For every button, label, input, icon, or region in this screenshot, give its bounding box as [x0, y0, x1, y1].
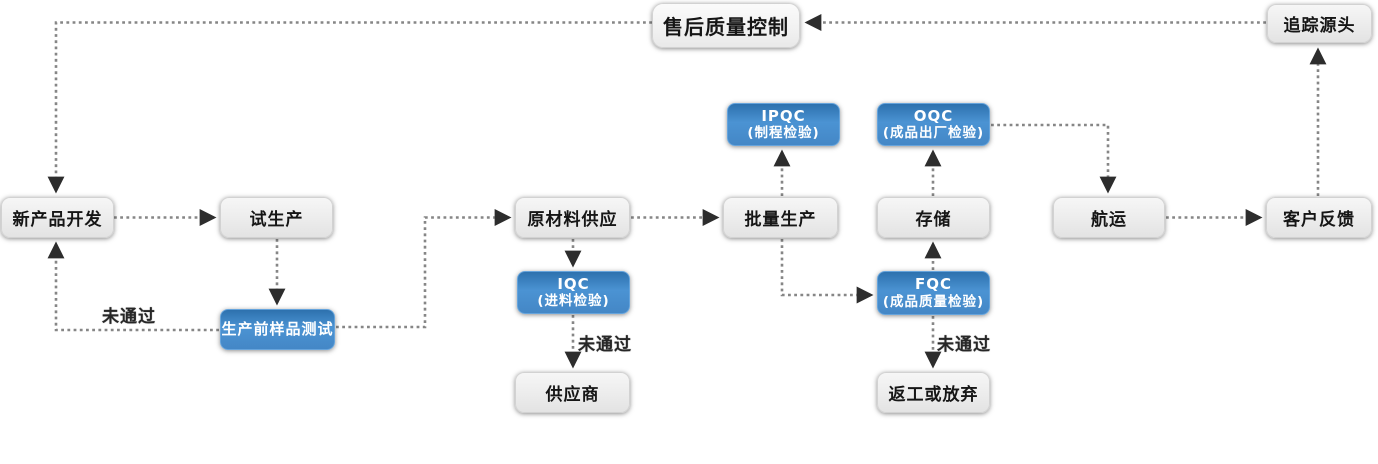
- edge-pre-test-to-new-product-fail: [47, 241, 219, 332]
- node-label: 售后质量控制: [663, 15, 789, 39]
- node-label: 新产品开发: [12, 210, 103, 230]
- node-label: 航运: [1091, 210, 1127, 230]
- node-label: IPQC: [761, 106, 806, 125]
- node-label: 追踪源头: [1283, 16, 1356, 36]
- node-label: 试生产: [249, 210, 304, 230]
- node-trial-production: 试生产: [220, 197, 333, 238]
- edge-oqc-to-shipping: [991, 123, 1117, 194]
- node-label: 生产前样品测试: [221, 320, 334, 339]
- edge-label-fail-right: 未通过: [937, 335, 991, 355]
- node-label: 原材料供应: [527, 210, 618, 230]
- node-sublabel: (进料检验): [537, 293, 610, 310]
- node-ipqc: IPQC (制程检验): [727, 103, 840, 146]
- node-customer-feedback: 客户反馈: [1266, 197, 1372, 238]
- node-label: IQC: [557, 274, 590, 293]
- edge-label-fail-middle: 未通过: [578, 335, 632, 355]
- node-fqc: FQC (成品质量检验): [877, 271, 990, 315]
- edge-batch-production-to-fqc: [780, 239, 874, 304]
- node-storage: 存储: [877, 197, 990, 238]
- node-pre-production-sample-test: 生产前样品测试: [220, 309, 335, 350]
- node-trace-source: 追踪源头: [1267, 4, 1372, 43]
- node-label: 供应商: [545, 385, 600, 405]
- node-raw-material-supply: 原材料供应: [515, 197, 630, 238]
- node-batch-production: 批量生产: [723, 197, 838, 238]
- edge-pre-test-to-raw-material: [336, 209, 512, 329]
- node-label: OQC: [913, 106, 954, 125]
- node-label: 存储: [915, 210, 952, 230]
- node-iqc: IQC (进料检验): [517, 271, 630, 314]
- node-oqc: OQC (成品出厂检验): [877, 103, 990, 146]
- node-after-sales-quality-control: 售后质量控制: [652, 3, 800, 48]
- node-label: 批量生产: [744, 210, 817, 230]
- node-rework-or-abandon: 返工或放弃: [877, 372, 990, 413]
- node-supplier: 供应商: [515, 372, 630, 413]
- edge-after-sales-to-new-product: [47, 21, 652, 194]
- node-label: 客户反馈: [1283, 210, 1355, 230]
- node-label: 返工或放弃: [888, 385, 979, 405]
- edge-label-fail-left: 未通过: [102, 307, 156, 327]
- node-sublabel: (成品出厂检验): [882, 125, 985, 142]
- node-sublabel: (制程检验): [747, 125, 820, 142]
- node-new-product-development: 新产品开发: [1, 197, 114, 238]
- node-shipping: 航运: [1053, 197, 1165, 238]
- node-label: FQC: [914, 275, 952, 294]
- node-sublabel: (成品质量检验): [882, 293, 985, 310]
